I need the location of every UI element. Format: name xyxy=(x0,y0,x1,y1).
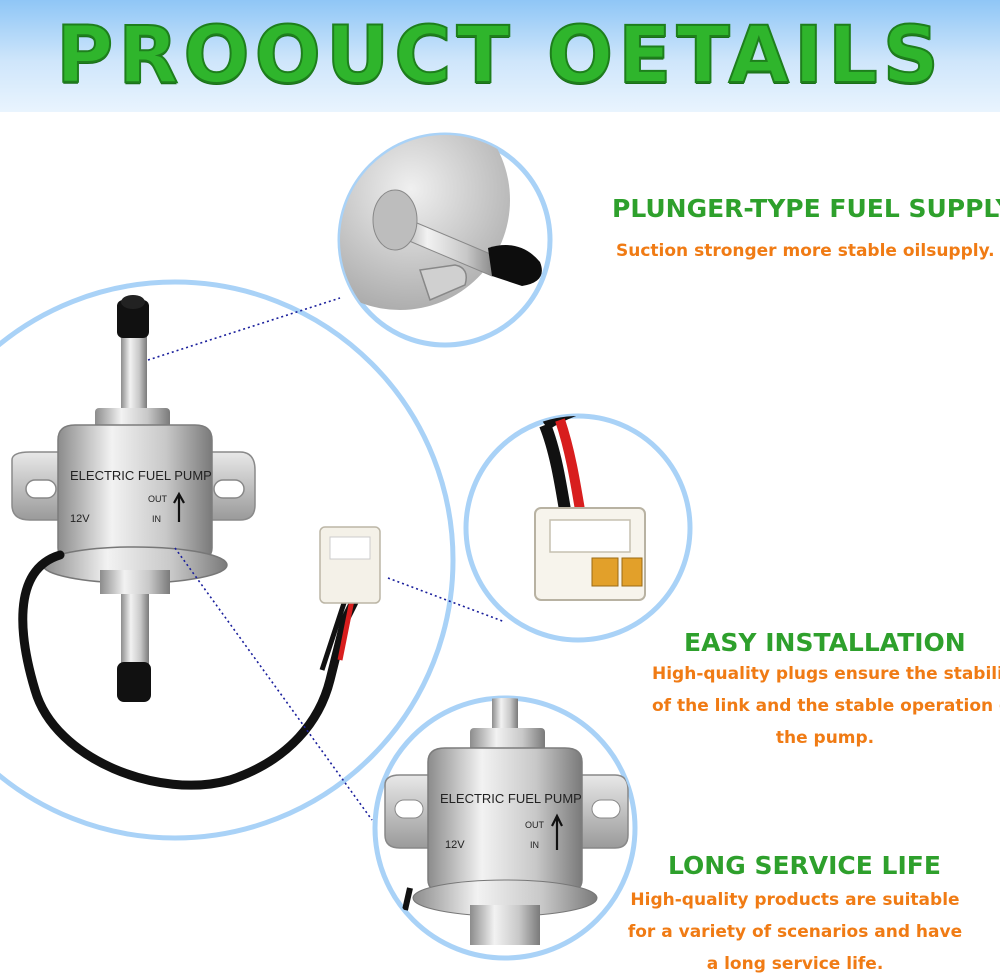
pump-out-text: OUT xyxy=(148,494,168,504)
pump-in-text: IN xyxy=(152,514,161,524)
feature-desc-service-life-line: for a variety of scenarios and have xyxy=(627,922,963,942)
callout-lines xyxy=(147,297,506,821)
feature-title-service-life: LONG SERVICE LIFE xyxy=(668,851,941,880)
header-banner: PROOUCT OETAILS xyxy=(0,0,1000,112)
feature-desc-service-life: High-quality products are suitable for a… xyxy=(622,884,968,980)
pump-brand-text-detail: ELECTRIC FUEL PUMP xyxy=(440,791,582,806)
page-title: PROOUCT OETAILS xyxy=(55,10,944,102)
feature-desc-service-life-line: High-quality products are suitable xyxy=(630,890,960,910)
callout-line-connector xyxy=(387,577,506,623)
pump-brand-text: ELECTRIC FUEL PUMP xyxy=(70,468,212,483)
flow-arrow-icon-detail xyxy=(551,813,563,850)
feature-desc-plunger: Suction stronger more stable oilsupply. xyxy=(616,241,995,261)
callout-line-body xyxy=(174,547,373,821)
pump-body-detail-view: ELECTRIC FUEL PUMP 12V OUT IN xyxy=(372,695,638,961)
pump-out-text-detail: OUT xyxy=(525,820,545,830)
connector-detail-view xyxy=(463,413,693,643)
feature-desc-installation: High-quality plugs ensure the stability … xyxy=(652,658,1000,754)
feature-desc-installation-line: High-quality plugs ensure the stability xyxy=(652,664,1000,684)
main-pump-view: ELECTRIC FUEL PUMP 12V OUT IN xyxy=(0,279,456,841)
feature-title-plunger: PLUNGER-TYPE FUEL SUPPLY xyxy=(612,194,1000,223)
flow-arrow-icon xyxy=(173,491,185,522)
feature-desc-service-life-line: a long service life. xyxy=(706,954,884,974)
feature-title-installation: EASY INSTALLATION xyxy=(684,628,966,657)
callout-line-nozzle xyxy=(147,297,341,361)
feature-desc-installation-line: the pump. xyxy=(775,728,875,748)
pump-in-text-detail: IN xyxy=(530,840,539,850)
nozzle-detail-view xyxy=(337,132,553,348)
pump-voltage-text: 12V xyxy=(70,513,90,525)
feature-desc-installation-line: of the link and the stable operation of xyxy=(652,696,1000,716)
pump-voltage-text-detail: 12V xyxy=(445,839,465,851)
